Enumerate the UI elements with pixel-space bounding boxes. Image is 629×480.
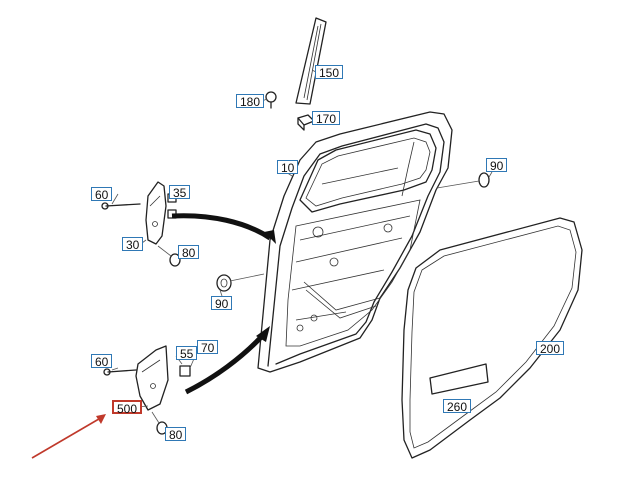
callout-180: 180	[236, 94, 265, 109]
door-weatherstrip	[401, 217, 583, 459]
callout-80-upper: 80	[178, 245, 200, 260]
bolt-60-lower	[103, 368, 137, 376]
callout-150: 150	[315, 65, 344, 80]
callout-55: 55	[176, 346, 198, 361]
grommet-90-right	[436, 171, 493, 189]
callout-60-upper: 60	[91, 187, 113, 202]
callout-90-left: 90	[211, 296, 233, 311]
callout-500: 500	[112, 400, 143, 416]
callout-80-lower: 80	[165, 427, 187, 442]
nut-80-upper	[157, 245, 181, 267]
callout-170: 170	[312, 111, 341, 126]
assembly-arrow-upper	[171, 213, 276, 244]
lower-hinge	[135, 345, 191, 411]
callout-30: 30	[122, 237, 144, 252]
callout-90-right: 90	[486, 158, 508, 173]
pointer-arrow	[31, 414, 106, 459]
pillar-trim-strip	[295, 17, 327, 105]
callout-35: 35	[169, 185, 191, 200]
rear-door-shell	[257, 111, 453, 373]
callout-10: 10	[277, 160, 299, 175]
bolt-60-upper	[101, 202, 141, 210]
insulation-pad	[429, 363, 489, 395]
callout-60-lower: 60	[91, 354, 113, 369]
callout-260: 260	[443, 399, 472, 414]
assembly-arrow-lower	[184, 326, 270, 395]
grommet-90-left	[216, 273, 265, 292]
clip-180	[261, 91, 277, 109]
callout-200: 200	[536, 341, 565, 356]
callout-70: 70	[197, 340, 219, 355]
